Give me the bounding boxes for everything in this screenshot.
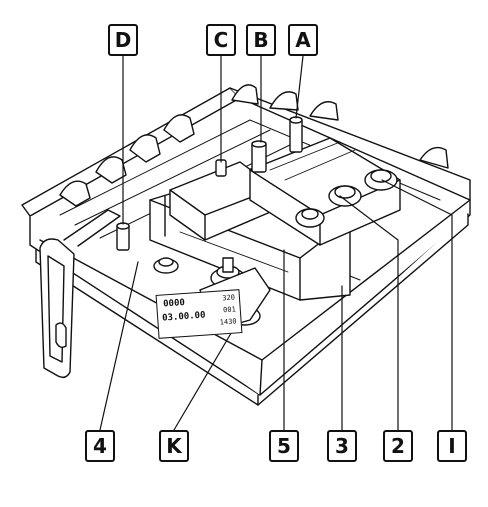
callout-i: I xyxy=(437,430,467,462)
terminal-studs xyxy=(116,116,303,251)
label-right-2: 001 xyxy=(222,305,237,315)
fuse-strip xyxy=(249,137,401,246)
callout-a: A xyxy=(288,24,318,56)
label-right-3: 1430 xyxy=(219,317,237,327)
fuse-holder-c xyxy=(169,161,276,241)
callout-4: 4 xyxy=(85,430,115,462)
callout-d: D xyxy=(108,24,138,56)
callout-5: 5 xyxy=(269,430,299,462)
callout-c: C xyxy=(206,24,236,56)
label-plate: 0000 03.00.00 320 001 1430 xyxy=(155,289,243,339)
label-right-1: 320 xyxy=(222,293,236,303)
leader-lines xyxy=(99,55,453,431)
callout-3: 3 xyxy=(327,430,357,462)
label-line-1: 0000 xyxy=(162,297,186,310)
hinge-clip xyxy=(39,209,121,379)
label-line-2: 03.00.00 xyxy=(161,310,206,324)
callout-k: K xyxy=(159,430,189,462)
callout-b: B xyxy=(246,24,276,56)
housing-ribs xyxy=(59,84,449,207)
callout-2: 2 xyxy=(383,430,413,462)
